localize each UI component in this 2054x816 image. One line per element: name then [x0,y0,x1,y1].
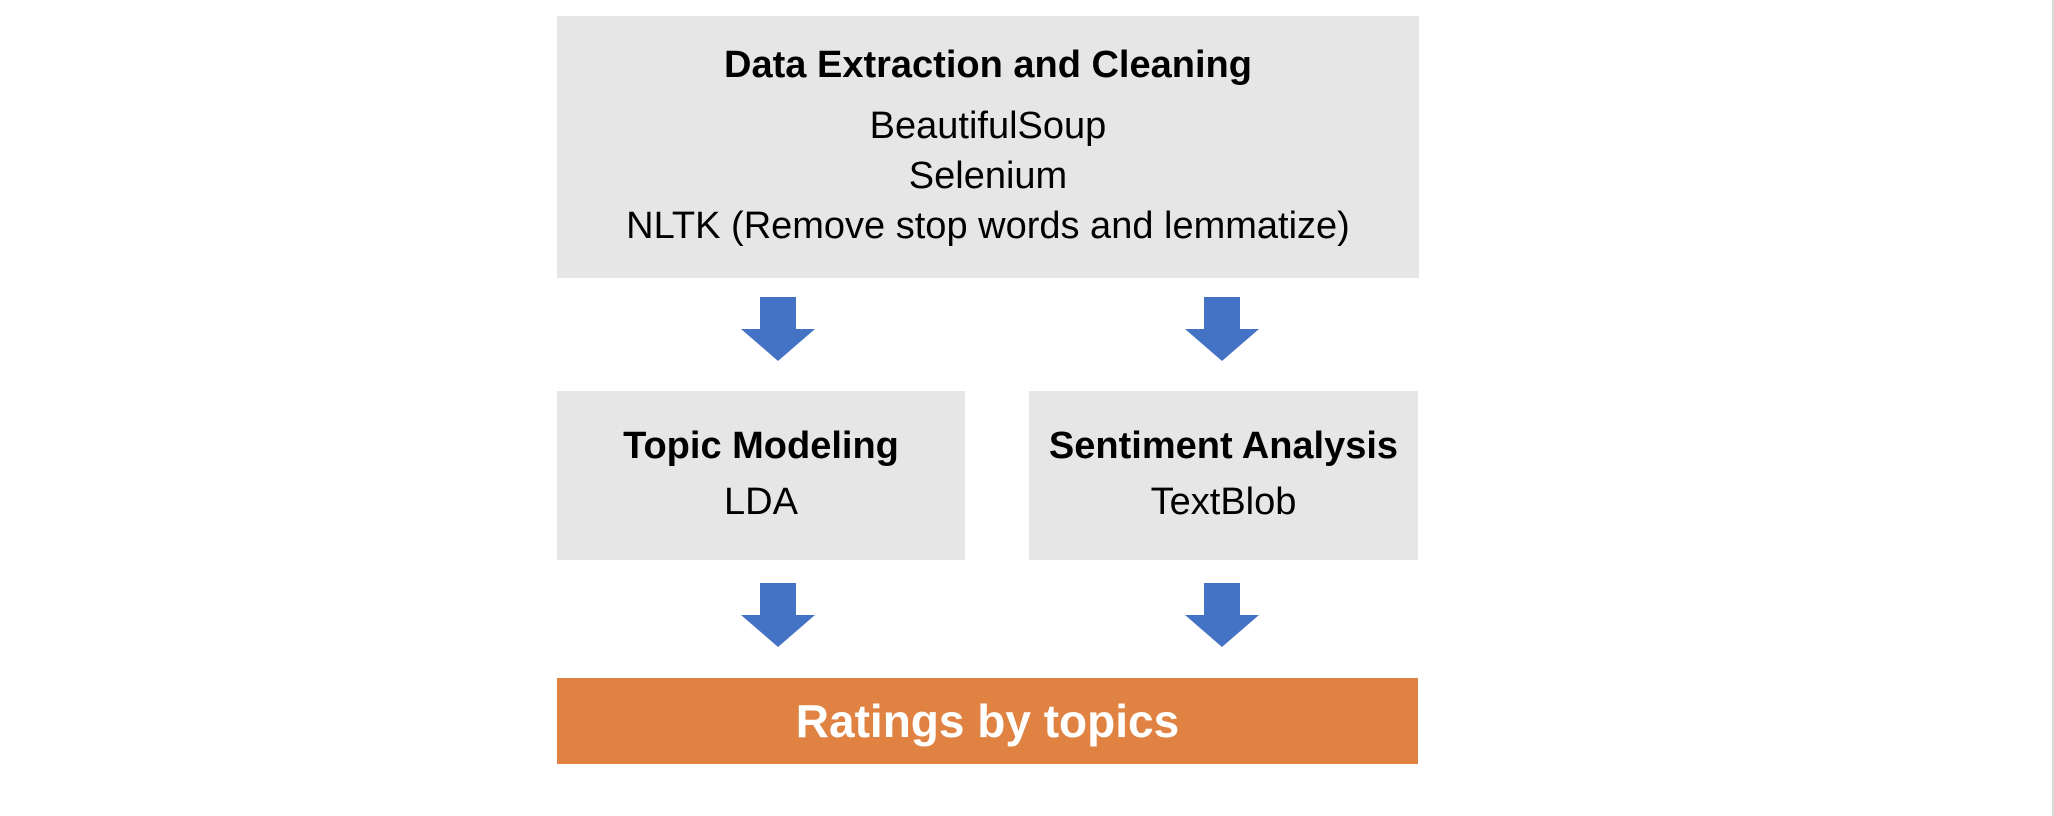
ratings-by-topics-box: Ratings by topics [557,678,1418,764]
arrow-down-icon [1185,583,1259,647]
arrow-down-icon [1185,297,1259,361]
data-extraction-box: Data Extraction and Cleaning BeautifulSo… [557,16,1419,278]
arrow-down-icon [741,583,815,647]
arrow-down-icon [741,297,815,361]
sentiment-analysis-title: Sentiment Analysis [1048,424,1399,467]
tool-nltk: NLTK (Remove stop words and lemmatize) [626,204,1350,247]
slide-edge-divider [2052,0,2054,816]
tool-textblob: TextBlob [1150,481,1297,524]
tool-beautifulsoup: BeautifulSoup [869,104,1107,147]
tool-lda: LDA [724,481,798,524]
topic-modeling-title: Topic Modeling [623,424,899,467]
data-extraction-title: Data Extraction and Cleaning [724,43,1252,86]
tool-selenium: Selenium [908,154,1068,197]
topic-modeling-box: Topic Modeling LDA [557,391,965,560]
ratings-by-topics-title: Ratings by topics [795,695,1180,747]
sentiment-analysis-box: Sentiment Analysis TextBlob [1029,391,1418,560]
